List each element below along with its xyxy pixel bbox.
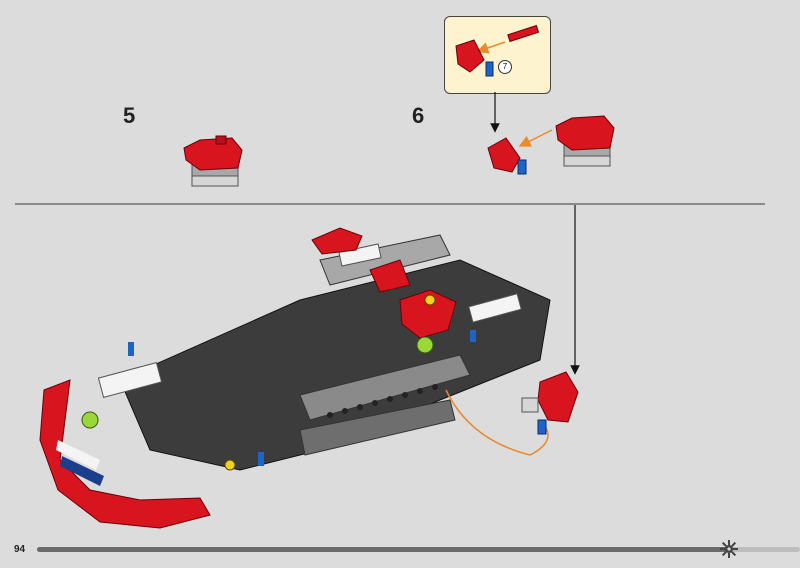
main-chassis-model bbox=[39, 227, 551, 529]
page-number: 94 bbox=[14, 544, 26, 555]
callout-parts bbox=[455, 24, 540, 77]
step5-assembly bbox=[183, 135, 243, 187]
step6-parts bbox=[487, 115, 615, 175]
progress-fill bbox=[37, 547, 731, 552]
step-divider bbox=[15, 203, 765, 205]
gear-icon bbox=[720, 540, 738, 558]
step-number-6: 6 bbox=[412, 103, 425, 128]
step-number-5: 5 bbox=[123, 103, 136, 128]
quantity-badge: 7 bbox=[498, 60, 512, 74]
target-part bbox=[445, 371, 579, 456]
